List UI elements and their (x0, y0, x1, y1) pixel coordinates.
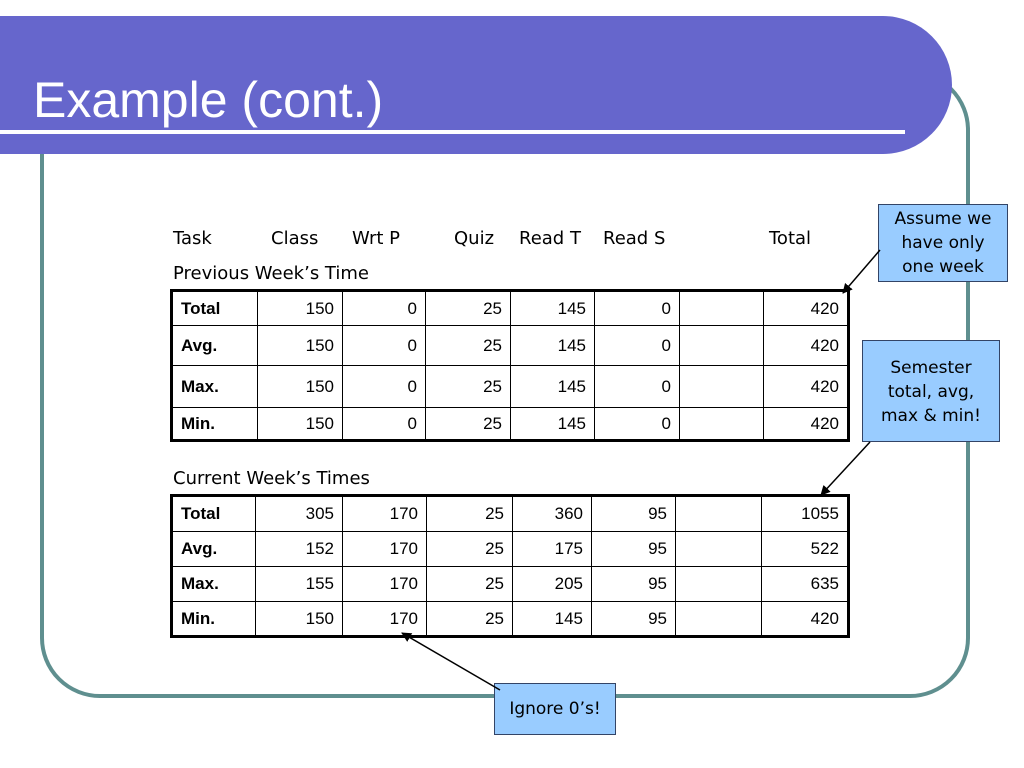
header-read-t: Read T (519, 228, 581, 249)
cell-wrt-p: 0 (342, 325, 426, 366)
previous-week-caption: Previous Week’s Time (173, 263, 369, 284)
cell-quiz: 25 (425, 290, 511, 326)
cell-empty (679, 365, 764, 408)
row-label: Min. (171, 407, 258, 441)
table-row: Max. 155 170 25 205 95 635 (171, 566, 849, 602)
cell-quiz: 25 (426, 531, 513, 567)
cell-wrt-p: 170 (342, 495, 427, 532)
cell-empty (675, 495, 762, 532)
cell-read-t: 145 (510, 407, 595, 441)
arrow-to-min-class (401, 632, 501, 691)
row-label: Max. (171, 365, 258, 408)
cell-quiz: 25 (425, 325, 511, 366)
row-label: Total (171, 495, 256, 532)
cell-empty (675, 531, 762, 567)
cell-quiz: 25 (425, 407, 511, 441)
cell-read-t: 145 (510, 325, 595, 366)
cell-read-t: 175 (512, 531, 592, 567)
cell-wrt-p: 170 (342, 601, 427, 637)
cell-quiz: 25 (425, 365, 511, 408)
cell-class: 305 (255, 495, 343, 532)
current-week-table: Total 305 170 25 360 95 1055 Avg. 152 17… (170, 494, 850, 638)
header-task: Task (173, 228, 212, 249)
cell-wrt-p: 0 (342, 365, 426, 408)
table-row: Avg. 152 170 25 175 95 522 (171, 531, 849, 567)
cell-class: 150 (257, 325, 343, 366)
cell-read-s: 0 (594, 290, 680, 326)
cell-read-t: 145 (510, 290, 595, 326)
cell-class: 150 (257, 290, 343, 326)
cell-total: 420 (761, 601, 849, 637)
row-label: Avg. (171, 325, 258, 366)
arrow-to-previous-total (842, 249, 881, 294)
cell-class: 150 (255, 601, 343, 637)
cell-wrt-p: 170 (342, 531, 427, 567)
cell-read-t: 145 (510, 365, 595, 408)
callout-line: one week (902, 257, 984, 277)
callout-ignore-zeros: Ignore 0’s! (494, 683, 616, 735)
cell-total: 420 (763, 325, 849, 366)
row-label: Min. (171, 601, 256, 637)
cell-class: 155 (255, 566, 343, 602)
table-row: Total 150 0 25 145 0 420 (171, 290, 849, 326)
callout-assume-one-week: Assume we have only one week (878, 204, 1008, 282)
header-read-s: Read S (603, 228, 666, 249)
callout-text: Ignore 0’s! (509, 699, 601, 719)
table-row: Total 305 170 25 360 95 1055 (171, 495, 849, 532)
cell-total: 522 (761, 531, 849, 567)
header-class: Class (271, 228, 319, 249)
header-wrt-p: Wrt P (352, 228, 401, 249)
cell-quiz: 25 (426, 566, 513, 602)
cell-wrt-p: 0 (342, 407, 426, 441)
cell-class: 150 (257, 407, 343, 441)
cell-quiz: 25 (426, 601, 513, 637)
callout-line: Semester (890, 358, 972, 378)
callout-line: Assume we (894, 209, 992, 229)
cell-empty (675, 601, 762, 637)
cell-total: 420 (763, 407, 849, 441)
cell-total: 420 (763, 290, 849, 326)
header-total: Total (769, 228, 812, 249)
slide-title: Example (cont.) (33, 72, 384, 128)
arrow-to-current-total (820, 441, 871, 496)
header-quiz: Quiz (454, 228, 495, 249)
row-label: Avg. (171, 531, 256, 567)
cell-wrt-p: 170 (342, 566, 427, 602)
cell-total: 635 (761, 566, 849, 602)
cell-read-s: 95 (591, 495, 676, 532)
callout-line: have only (901, 233, 985, 253)
title-underline (0, 130, 905, 134)
callout-line: total, avg, (887, 382, 975, 402)
cell-total: 420 (763, 365, 849, 408)
table-row: Min. 150 0 25 145 0 420 (171, 407, 849, 441)
cell-read-t: 205 (512, 566, 592, 602)
callout-line: max & min! (881, 406, 981, 426)
cell-read-s: 95 (591, 566, 676, 602)
current-week-caption: Current Week’s Times (173, 468, 370, 489)
cell-read-t: 360 (512, 495, 592, 532)
callout-semester-stats: Semester total, avg, max & min! (862, 340, 1000, 442)
cell-read-t: 145 (512, 601, 592, 637)
cell-total: 1055 (761, 495, 849, 532)
table-row: Min. 150 170 25 145 95 420 (171, 601, 849, 637)
previous-week-table: Total 150 0 25 145 0 420 Avg. 150 0 25 1… (170, 289, 850, 442)
